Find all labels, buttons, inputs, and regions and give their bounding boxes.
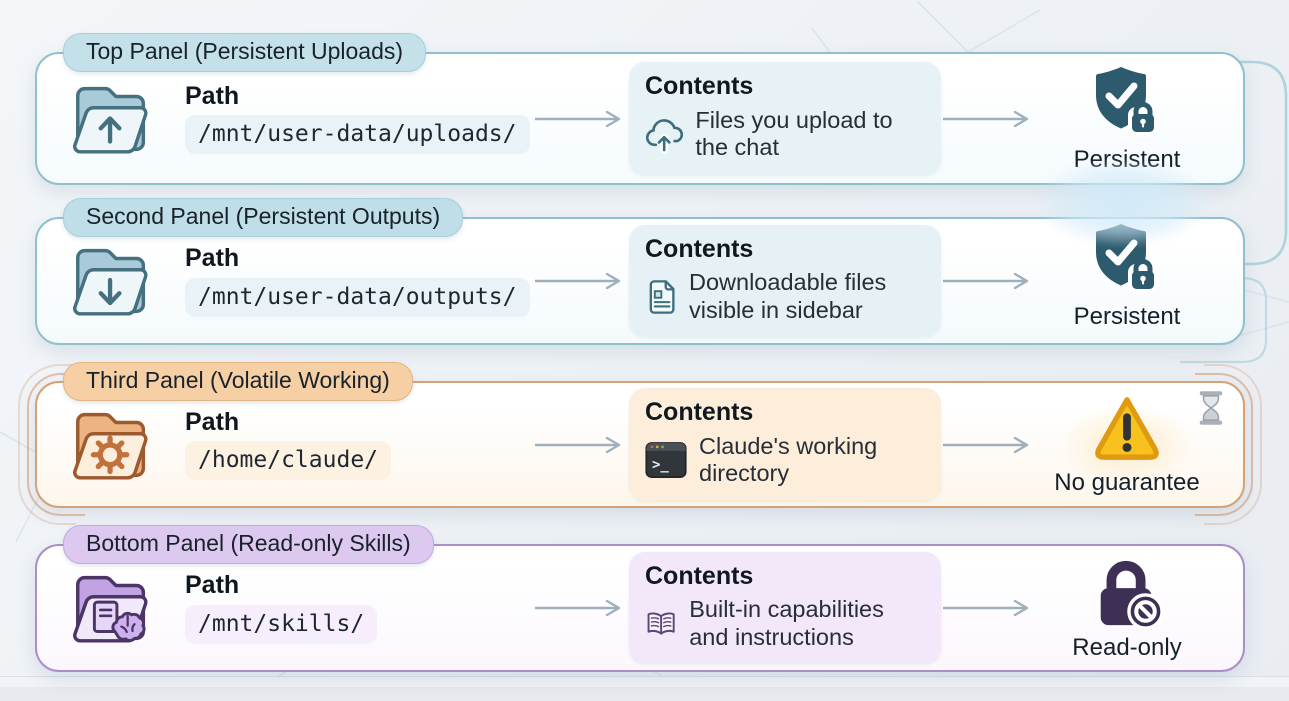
contents-heading: Contents xyxy=(645,72,754,101)
contents-description: Claude's working directory xyxy=(699,432,878,487)
cloud-upload-icon xyxy=(645,119,684,155)
panel-title-badge: Top Panel (Persistent Uploads) xyxy=(63,33,427,72)
shield-check-lock-icon xyxy=(1096,67,1158,135)
arrow-right-icon xyxy=(535,272,621,290)
hourglass-icon xyxy=(1197,390,1225,426)
path-heading: Path xyxy=(185,407,240,436)
status-label: Read-only xyxy=(1072,633,1182,661)
contents-description: Downloadable files visible in sidebar xyxy=(689,269,887,323)
terminal-icon: >_ xyxy=(645,442,687,479)
contents-card: Contents Built-in capabilities and instr… xyxy=(629,551,941,665)
folder-gear-icon xyxy=(73,412,148,480)
status-label: Persistent xyxy=(1073,303,1181,330)
file-document-icon xyxy=(649,279,675,314)
contents-description: Built-in capabilities and instructions xyxy=(689,596,884,650)
contents-description: Files you upload to the chat xyxy=(695,106,893,161)
folder-upload-icon xyxy=(73,86,148,154)
status-label: Persistent xyxy=(1073,146,1181,173)
second-panel: Second Panel (Persistent Outputs) Path /… xyxy=(35,198,1245,345)
top-panel: Top Panel (Persistent Uploads) Path /mnt… xyxy=(35,33,1245,185)
book-icon xyxy=(92,600,119,633)
third-panel: Third Panel (Volatile Working) Path /hom… xyxy=(35,362,1245,508)
open-book-icon xyxy=(647,612,675,635)
path-value: /home/claude/ xyxy=(185,441,392,481)
path-heading: Path xyxy=(185,571,240,600)
panel-title-badge: Third Panel (Volatile Working) xyxy=(63,362,413,401)
panel-title-badge: Second Panel (Persistent Outputs) xyxy=(63,198,464,237)
bottom-strip xyxy=(0,676,1289,701)
contents-card: Contents >_ Claude's working directory xyxy=(629,388,941,501)
brain-icon xyxy=(111,611,146,643)
path-value: /mnt/user-data/outputs/ xyxy=(185,277,530,317)
contents-heading: Contents xyxy=(645,234,754,263)
path-value: /mnt/skills/ xyxy=(185,604,378,644)
svg-text:>_: >_ xyxy=(652,457,669,473)
bottom-panel: Bottom Panel (Read-only Skills) Path /mn… xyxy=(35,525,1245,672)
panel-title-badge: Bottom Panel (Read-only Skills) xyxy=(63,525,434,564)
contents-heading: Contents xyxy=(645,561,754,590)
status-label: No guarantee xyxy=(1054,469,1200,496)
shield-check-lock-icon xyxy=(1096,224,1158,292)
lock-readonly-icon xyxy=(1100,560,1164,629)
arrow-right-icon xyxy=(943,436,1029,453)
warning-triangle-icon xyxy=(1095,397,1159,460)
contents-card: Contents Files you upload to the chat xyxy=(629,62,941,175)
arrow-right-icon xyxy=(535,110,621,127)
folder-skills-icon xyxy=(73,575,148,643)
arrow-right-icon xyxy=(943,110,1029,127)
folder-download-icon xyxy=(73,248,148,316)
path-value: /mnt/user-data/uploads/ xyxy=(185,115,530,155)
path-heading: Path xyxy=(185,81,240,110)
arrow-right-icon xyxy=(535,436,621,453)
path-heading: Path xyxy=(185,244,240,273)
arrow-right-icon xyxy=(535,599,621,617)
arrow-right-icon xyxy=(943,272,1029,290)
contents-card: Contents Downloadable files visible in s… xyxy=(629,224,941,338)
contents-heading: Contents xyxy=(645,398,754,427)
arrow-right-icon xyxy=(943,599,1029,617)
gear-icon xyxy=(90,435,130,474)
